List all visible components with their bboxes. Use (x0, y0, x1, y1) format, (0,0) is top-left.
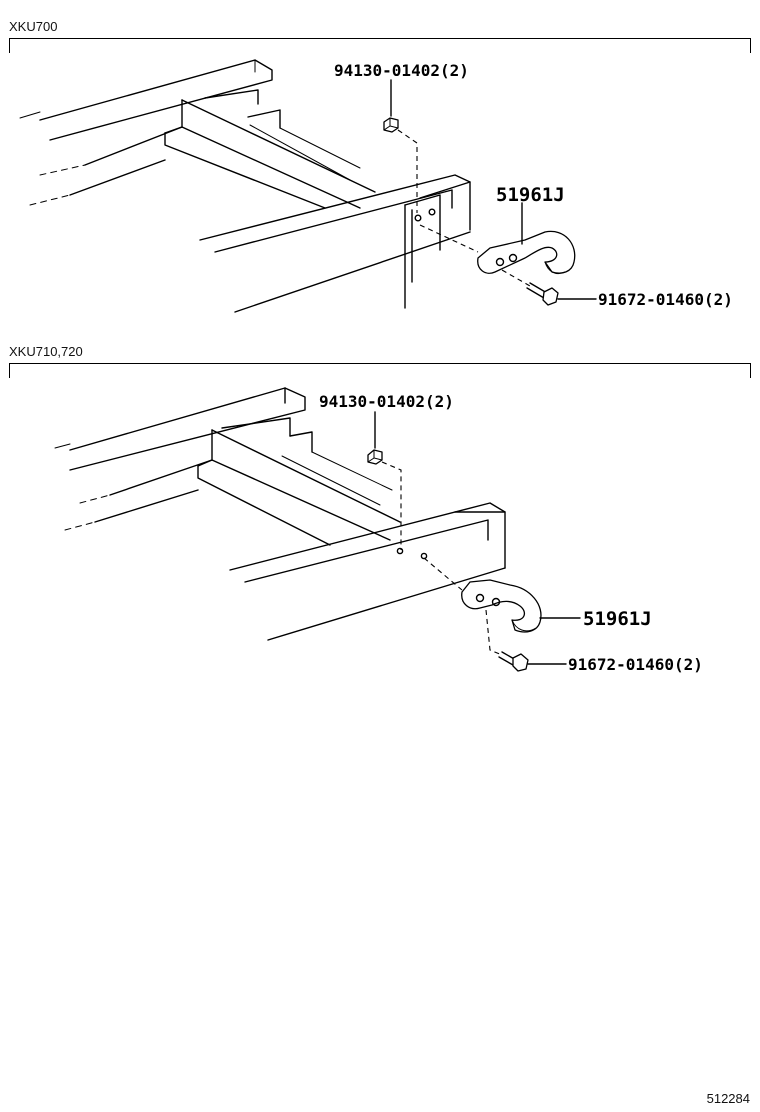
section-1-bolt-dash (501, 269, 531, 287)
section-2-nut (367, 449, 383, 465)
section-1-nut (383, 117, 399, 133)
section-2-label: XKU710,720 (9, 344, 83, 359)
section-2-bolt (498, 651, 529, 672)
section-2-hook-dash (423, 557, 463, 591)
section-1-frame (19, 59, 471, 313)
figure-number: 512284 (706, 1091, 750, 1106)
section-1-nut-label: 94130-01402(2) (334, 61, 469, 80)
section-2-bracket (9, 363, 751, 378)
section-1-label: XKU700 (9, 19, 58, 34)
section-2-hook-label: 51961J (583, 608, 652, 630)
section-1-bolt-label: 91672-01460(2) (598, 290, 733, 309)
section-1-bracket (9, 38, 751, 53)
section-2-bolt-label: 91672-01460(2) (568, 655, 703, 674)
section-2-bolt-dash (485, 609, 503, 656)
section-1-tow-hook (477, 230, 576, 275)
section-1-bolt (526, 282, 559, 306)
section-2-tow-hook (461, 579, 542, 633)
section-2-nut-label: 94130-01402(2) (319, 392, 454, 411)
section-2-nut-dash (381, 461, 402, 550)
section-1-hook-dash (419, 224, 479, 253)
section-2-frame (54, 387, 506, 641)
section-1-hook-label: 51961J (496, 184, 565, 206)
